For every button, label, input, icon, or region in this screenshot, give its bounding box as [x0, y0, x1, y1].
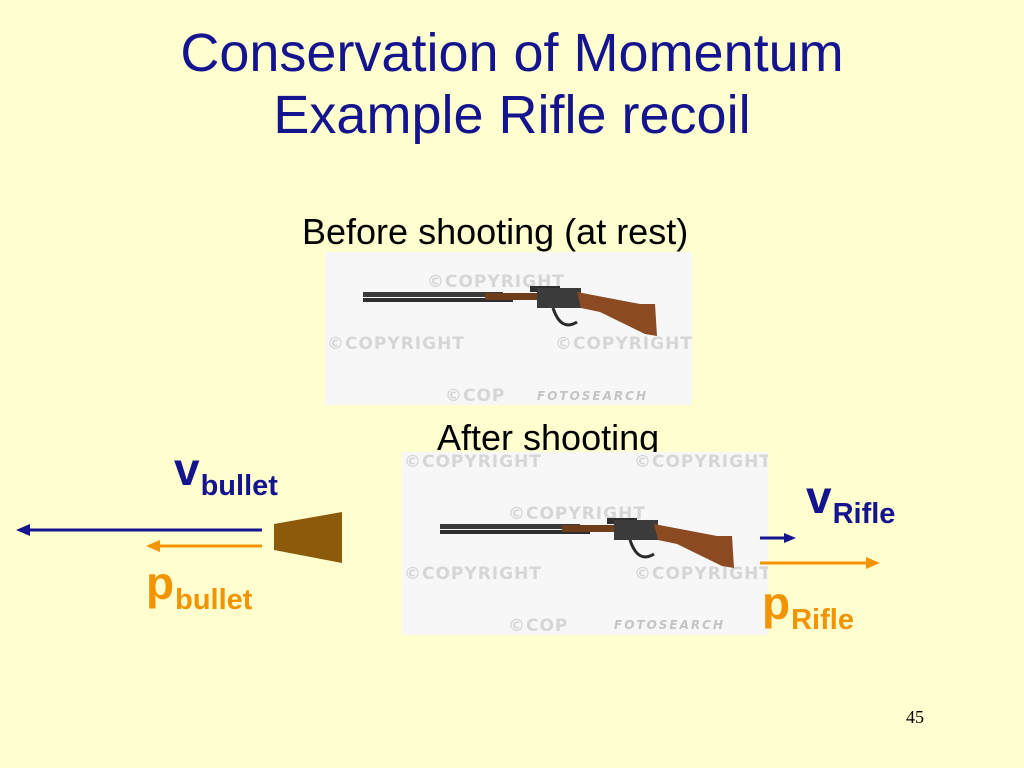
bullet-momentum-arrow: [146, 540, 262, 552]
v-rifle-subscript: Rifle: [832, 498, 896, 530]
v-bullet-subscript: bullet: [200, 470, 278, 502]
title-line-1: Conservation of Momentum: [180, 23, 844, 83]
p-bullet-symbol: p: [146, 557, 175, 609]
v-rifle-symbol: v: [806, 471, 832, 523]
rifle-photo-before: ©COPYRIGHT ©COPYRIGHT ©COPYRIGHT ©COP FO…: [325, 252, 692, 405]
p-rifle-symbol: p: [762, 577, 791, 629]
watermark-text: ©COP: [508, 616, 569, 635]
watermark-text: ©COPYRIGHT: [427, 272, 565, 292]
p-rifle-label: pRifle: [762, 580, 854, 635]
v-bullet-label: vbullet: [174, 446, 278, 501]
watermark-text: ©COPYRIGHT: [327, 334, 465, 354]
title-line-2: Example Rifle recoil: [273, 85, 751, 145]
v-rifle-label: vRifle: [806, 474, 895, 529]
rifle-illustration: [363, 286, 657, 336]
before-shooting-caption: Before shooting (at rest): [302, 211, 689, 252]
p-bullet-subscript: bullet: [175, 584, 253, 616]
watermark-text: ©COPYRIGHT: [404, 564, 542, 584]
watermark-text: ©COPYRIGHT: [634, 452, 768, 472]
page-number: 45: [906, 707, 924, 727]
v-bullet-symbol: v: [174, 443, 200, 495]
watermark-text: ©COPYRIGHT: [634, 564, 768, 584]
fotosearch-brand: FOTOSEARCH: [614, 618, 726, 632]
p-bullet-label: pbullet: [146, 560, 252, 615]
after-shooting-caption: After shooting: [437, 417, 660, 458]
rifle-momentum-arrow: [760, 557, 880, 569]
bullet-velocity-arrow: [16, 524, 262, 536]
p-rifle-subscript: Rifle: [791, 604, 854, 636]
bullet-shape: [274, 512, 342, 563]
watermark-text: ©COPYRIGHT: [404, 452, 542, 472]
watermark-text: ©COP: [445, 386, 506, 405]
rifle-illustration: [440, 518, 734, 568]
watermark-text: ©COPYRIGHT: [555, 334, 692, 354]
rifle-photo-after: ©COPYRIGHT ©COPYRIGHT ©COPYRIGHT ©COPYRI…: [402, 452, 768, 635]
rifle-velocity-arrow: [760, 533, 796, 543]
slide-title: Conservation of Momentum Example Rifle r…: [0, 22, 1024, 146]
fotosearch-brand: FOTOSEARCH: [537, 389, 649, 403]
